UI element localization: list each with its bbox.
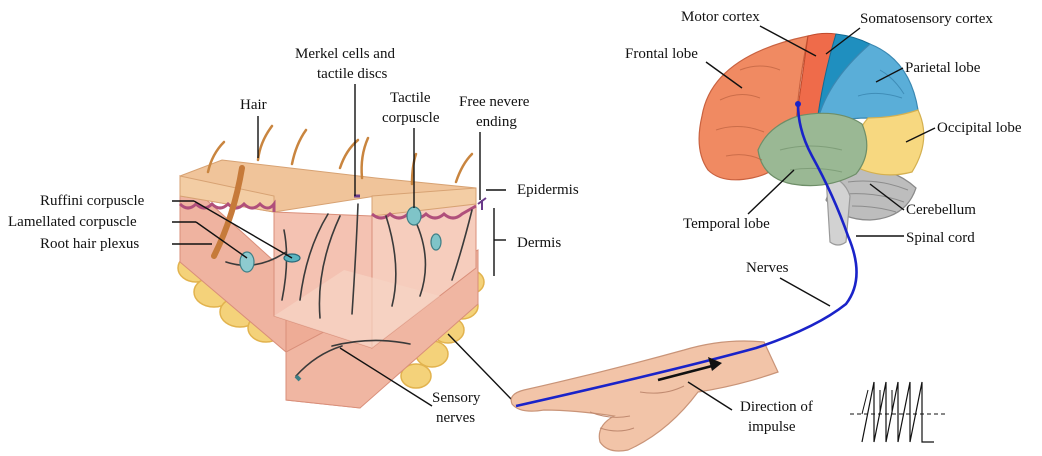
- hand: [511, 341, 778, 451]
- label-occipital-lobe: Occipital lobe: [937, 120, 1022, 136]
- label-merkel-line2: tactile discs: [317, 66, 388, 82]
- label-merkel-line1: Merkel cells and: [295, 46, 395, 62]
- sensory-nerve-shape: [296, 376, 300, 380]
- label-sensory-line1: Sensory: [432, 390, 481, 406]
- label-temporal-lobe: Temporal lobe: [683, 216, 770, 232]
- label-tactile-line1: Tactile: [390, 90, 431, 106]
- tactile-corpuscle-shape-2: [431, 234, 441, 250]
- tactile-corpuscle-shape: [407, 207, 421, 225]
- free-nerve-ending-shape: [478, 198, 486, 210]
- label-cerebellum: Cerebellum: [906, 202, 976, 218]
- impulse-waveform: [850, 382, 946, 442]
- label-direction-line2: impulse: [748, 419, 796, 435]
- skin-cross-section: [178, 126, 486, 408]
- pathway-endpoint: [795, 101, 801, 107]
- label-somatosensory: Somatosensory cortex: [860, 11, 993, 27]
- label-spinal-cord: Spinal cord: [906, 230, 975, 246]
- label-sensory-line2: nerves: [436, 410, 475, 426]
- label-motor-cortex: Motor cortex: [681, 9, 760, 25]
- label-nerves: Nerves: [746, 260, 789, 276]
- hand-shape: [511, 341, 778, 451]
- label-root-hair: Root hair plexus: [40, 236, 139, 252]
- label-free-line1: Free nevere: [459, 94, 530, 110]
- label-free-line2: ending: [476, 114, 517, 130]
- label-epidermis: Epidermis: [517, 182, 579, 198]
- label-direction-line1: Direction of: [740, 399, 813, 415]
- label-frontal-lobe: Frontal lobe: [625, 46, 698, 62]
- label-ruffini: Ruffini corpuscle: [40, 193, 145, 209]
- label-lamellated: Lamellated corpuscle: [8, 214, 137, 230]
- label-dermis: Dermis: [517, 235, 561, 251]
- brain: [699, 33, 924, 245]
- label-hair: Hair: [240, 97, 267, 113]
- label-parietal-lobe: Parietal lobe: [905, 60, 981, 76]
- label-tactile-line2: corpuscle: [382, 110, 440, 126]
